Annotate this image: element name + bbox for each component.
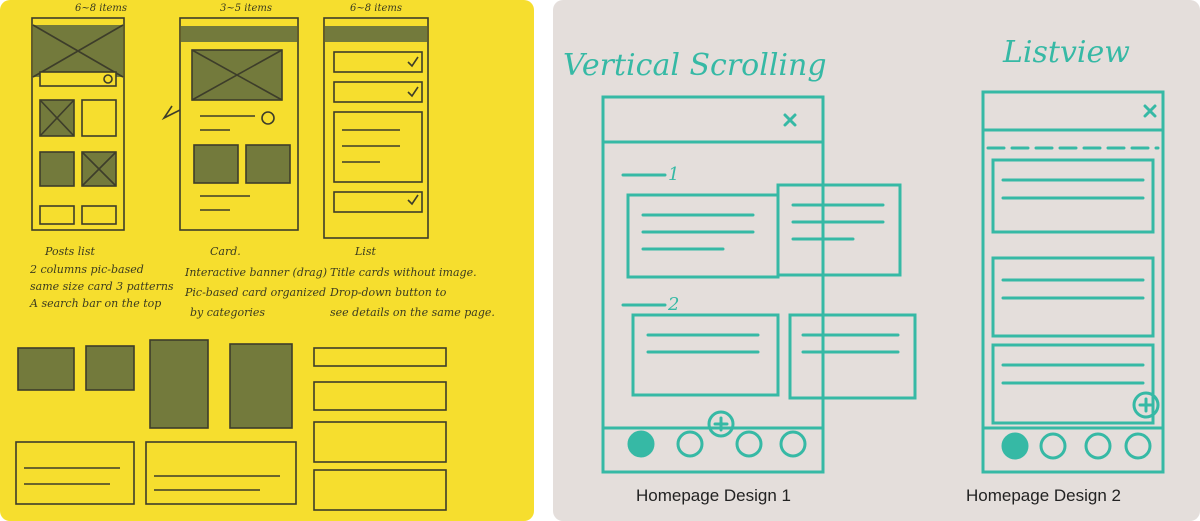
sticky-note-photo: 6~8 items 3~5 items 6~8 items Posts list… (0, 0, 534, 521)
note-card-1: Interactive banner (drag) (184, 266, 327, 279)
label-list: List (354, 245, 376, 258)
whiteboard-title-left: Vertical Scrolling (563, 48, 827, 83)
header-posts-items: 6~8 items (75, 3, 127, 14)
design2-phone (981, 90, 1165, 474)
caption-homepage-design-1: Homepage Design 1 (636, 486, 791, 505)
label-posts-list: Posts list (44, 245, 95, 258)
sticky-headers: 6~8 items 3~5 items 6~8 items (75, 3, 402, 14)
section-number-2: 2 (667, 294, 679, 315)
section-number-1: 1 (668, 164, 679, 185)
note-list-2: Drop-down button to (329, 286, 447, 299)
note-list-3: see details on the same page. (330, 306, 495, 319)
note-card-2: Pic-based card organized (184, 286, 326, 299)
header-list-items: 6~8 items (350, 3, 402, 14)
whiteboard-title-right: Listview (1002, 35, 1130, 70)
note-list-1: Title cards without image. (330, 266, 477, 279)
caption-homepage-design-2: Homepage Design 2 (966, 486, 1121, 505)
note-card-3: by categories (190, 306, 265, 319)
phone-posts-list (31, 17, 125, 231)
note-posts-1: 2 columns pic-based (29, 263, 144, 276)
note-posts-3: A search bar on the top (29, 297, 161, 310)
whiteboard-photo: Vertical Scrolling Listview 1 (553, 0, 1200, 521)
sticky-sketch: 6~8 items 3~5 items 6~8 items Posts list… (15, 3, 495, 511)
design1-phone (601, 95, 825, 474)
phone-card (179, 17, 299, 231)
whiteboard-sketch: Vertical Scrolling Listview 1 (563, 35, 1165, 474)
note-posts-2: same size card 3 patterns (30, 280, 174, 293)
phone-list (323, 17, 429, 239)
header-card-items: 3~5 items (220, 3, 272, 14)
label-card: Card. (210, 245, 241, 258)
